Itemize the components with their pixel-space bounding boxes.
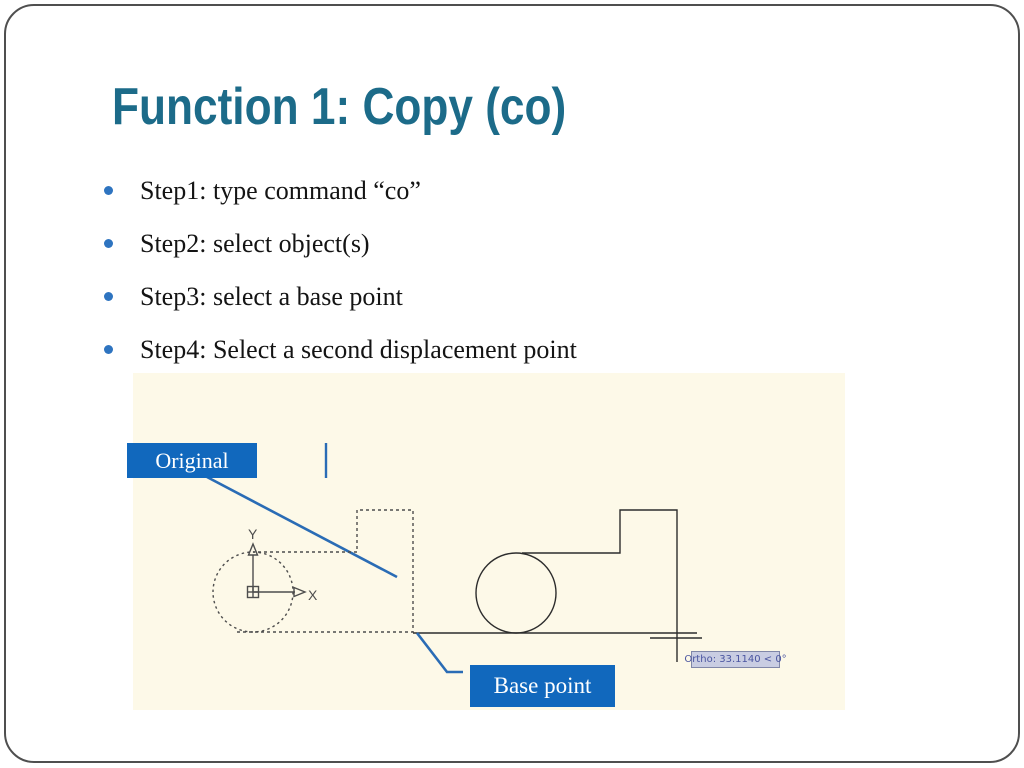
cad-screenshot: Y X bbox=[133, 373, 845, 710]
cad-drawing: Y X bbox=[206, 443, 702, 674]
y-axis-label: Y bbox=[248, 526, 258, 542]
base-point-label: Base point bbox=[470, 665, 615, 707]
solid-copy-shape bbox=[413, 509, 697, 662]
bullet-icon bbox=[104, 186, 113, 195]
bullet-icon bbox=[104, 345, 113, 354]
base-point-leader-line bbox=[415, 632, 463, 674]
bullet-icon bbox=[104, 292, 113, 301]
bullet-text: Step1: type command “co” bbox=[140, 175, 421, 205]
list-item: Step2: select object(s) bbox=[104, 217, 577, 270]
ucs-icon bbox=[246, 542, 307, 599]
copy-outline bbox=[522, 509, 678, 662]
bullet-text: Step3: select a base point bbox=[140, 281, 403, 311]
original-outline bbox=[237, 509, 414, 633]
copy-circle bbox=[475, 552, 557, 634]
page-title: Function 1: Copy (co) bbox=[112, 78, 567, 136]
list-item: Step4: Select a second displacement poin… bbox=[104, 323, 577, 376]
list-item: Step1: type command “co” bbox=[104, 164, 577, 217]
original-leader-line bbox=[206, 475, 398, 579]
bullet-text: Step2: select object(s) bbox=[140, 228, 370, 258]
bullet-icon bbox=[104, 239, 113, 248]
ortho-tooltip: Ortho: 33.1140 < 0° bbox=[684, 651, 787, 668]
bullet-text: Step4: Select a second displacement poin… bbox=[140, 334, 577, 364]
x-axis-label: X bbox=[308, 587, 318, 603]
bullet-list: Step1: type command “co” Step2: select o… bbox=[104, 164, 577, 376]
list-item: Step3: select a base point bbox=[104, 270, 577, 323]
original-label: Original bbox=[127, 443, 257, 478]
